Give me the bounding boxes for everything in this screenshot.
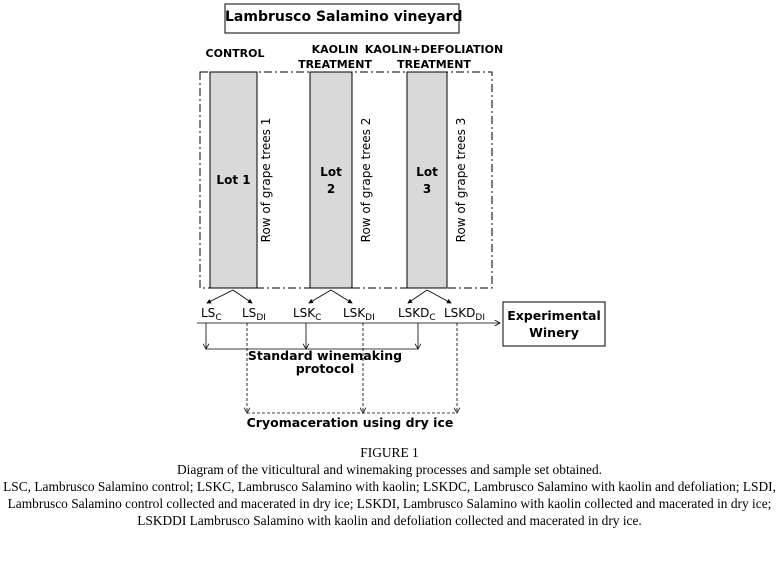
sample-sub: C xyxy=(429,313,436,323)
lot-3-bar xyxy=(406,71,448,289)
row-label-3: Row of grape trees 3 xyxy=(454,117,468,243)
sample-lsdi: LSDI xyxy=(242,306,266,323)
lot-3-line1: Lot xyxy=(416,165,438,179)
standard-line1: Standard winemaking xyxy=(247,348,403,363)
lot-1-bar xyxy=(209,71,258,289)
figure-caption: LSC, Lambrusco Salamino control; LSKC, L… xyxy=(3,479,776,528)
sample-sub: C xyxy=(215,313,222,323)
sample-sub: C xyxy=(315,313,322,323)
treatment-kd-line2: TREATMENT xyxy=(397,58,471,71)
lot-1-label: Lot 1 xyxy=(216,173,251,187)
sample-lsc: LSC xyxy=(201,306,222,323)
treatment-control: CONTROL xyxy=(205,47,265,60)
treatment-kaolin: KAOLIN TREATMENT xyxy=(290,42,380,72)
sample-base: LSKD xyxy=(444,306,476,320)
winery-box xyxy=(502,301,606,347)
split-arrows xyxy=(206,289,452,304)
sample-lskc: LSKC xyxy=(293,306,321,323)
sample-base: LS xyxy=(242,306,257,320)
standard-line2: protocol xyxy=(295,361,355,376)
lot-2-line1: Lot xyxy=(320,165,342,179)
row-label-2: Row of grape trees 2 xyxy=(359,117,373,243)
sample-lskdi: LSKDI xyxy=(343,306,375,323)
sample-sub: DI xyxy=(256,313,266,323)
sample-base: LSK xyxy=(293,306,316,320)
lot-3-label: Lot 3 xyxy=(407,164,447,198)
treatment-kaolin-line2: TREATMENT xyxy=(298,58,372,71)
cryomaceration-label: Cryomaceration using dry ice xyxy=(246,415,454,430)
row-label-1: Row of grape trees 1 xyxy=(259,117,273,243)
cryo-arrows xyxy=(247,323,457,413)
lot-2-bar xyxy=(309,71,353,289)
sample-base: LSK xyxy=(343,306,366,320)
vineyard-title: Lambrusco Salamino vineyard xyxy=(225,9,463,25)
sample-lskddi: LSKDDI xyxy=(444,306,485,323)
treatment-kaolin-line1: KAOLIN xyxy=(311,43,359,56)
title-box xyxy=(224,3,460,34)
lot-3-line2: 3 xyxy=(422,182,432,196)
lot-2-label: Lot 2 xyxy=(310,164,352,198)
sample-sub: DI xyxy=(365,313,375,323)
sample-lskdc: LSKDC xyxy=(398,306,436,323)
sample-sub: DI xyxy=(475,313,486,323)
lot-2-line2: 2 xyxy=(326,182,336,196)
figure-number: FIGURE 1 xyxy=(360,445,419,460)
winery-line1: Experimental xyxy=(507,308,601,323)
sample-base: LS xyxy=(201,306,216,320)
sample-base: LSKD xyxy=(398,306,430,320)
standard-arrows xyxy=(206,323,418,349)
treatment-kaolin-defoliation: KAOLIN+DEFOLIATION TREATMENT xyxy=(364,42,504,72)
winery-line2: Winery xyxy=(529,325,579,340)
treatment-kd-line1: KAOLIN+DEFOLIATION xyxy=(364,43,504,56)
figure-subtitle: Diagram of the viticultural and winemaki… xyxy=(176,462,603,477)
